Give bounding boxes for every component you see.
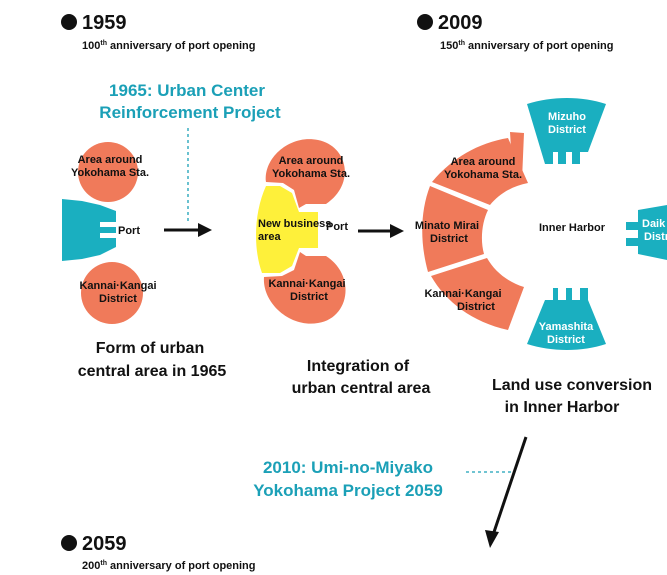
stage-caption: urban central area (292, 380, 431, 397)
stage-integration: Area around Yokohama Sta. New business a… (256, 139, 430, 397)
arrow-right-icon (164, 223, 212, 237)
area-label: Minato Mirai (415, 220, 479, 232)
area-label: Area around (78, 154, 143, 166)
milestone-anniversary: 200th anniversary of port opening (82, 560, 256, 572)
bullet-icon (417, 14, 433, 30)
area-yokohama-sta (432, 138, 528, 205)
port-shape (62, 199, 116, 261)
project-title-line: 2010: Umi-no-Miyako (263, 458, 433, 477)
milestone-anniversary: 150th anniversary of port opening (440, 40, 614, 52)
area-label: Daik (642, 218, 666, 230)
area-label: District (548, 124, 586, 136)
milestone-year: 1959 (82, 12, 127, 34)
bullet-icon (61, 14, 77, 30)
inner-harbor-label: Inner Harbor (539, 222, 606, 234)
stage-caption: Integration of (307, 358, 410, 375)
stage-caption: in Inner Harbor (505, 399, 620, 416)
area-mizuho (527, 98, 606, 164)
milestone-2009: 2009 150th anniversary of port opening (417, 12, 614, 52)
area-label: Distr (644, 231, 667, 243)
area-yokohama-sta (265, 139, 345, 208)
area-label: District (457, 301, 495, 313)
area-label: Yokohama Sta. (272, 168, 350, 180)
milestone-year: 2009 (438, 12, 483, 34)
area-label: Area around (279, 155, 344, 167)
area-label: Kannai·Kangai (268, 278, 345, 290)
area-daikoku (626, 205, 667, 260)
stage-1965: Area around Yokohama Sta. Port Kannai·Ka… (62, 142, 226, 380)
area-label: area (258, 231, 282, 243)
area-kannai-kangai (263, 252, 346, 324)
stage-inner-harbor: Area around Yokohama Sta. Minato Mirai D… (415, 98, 667, 416)
project-title-line: Yokohama Project 2059 (253, 481, 443, 500)
area-label: District (547, 334, 585, 346)
project-title-line: Reinforcement Project (99, 103, 281, 122)
area-label: Yokohama Sta. (71, 167, 149, 179)
project-title-line: 1965: Urban Center (109, 81, 265, 100)
port-label: Port (118, 225, 140, 237)
area-kannai-kangai (431, 258, 524, 330)
bullet-icon (61, 535, 77, 551)
milestone-2059: 2059 200th anniversary of port opening (61, 533, 256, 572)
area-label: Kannai·Kangai (424, 288, 501, 300)
milestone-anniversary: 100th anniversary of port opening (82, 40, 256, 52)
milestone-1959: 1959 100th anniversary of port opening (61, 12, 256, 52)
area-label: New business (258, 218, 331, 230)
area-label: Yokohama Sta. (444, 169, 522, 181)
area-label: Yamashita (539, 321, 594, 333)
stage-caption: Land use conversion (492, 377, 652, 394)
arrow-right-icon (358, 224, 404, 238)
area-yokohama-sta (78, 142, 138, 202)
area-label: District (430, 233, 468, 245)
stage-caption: Form of urban (96, 340, 204, 357)
area-label: District (99, 293, 137, 305)
area-label: District (290, 291, 328, 303)
port-label: Port (326, 221, 348, 233)
area-yokohama-sta-tip (510, 132, 524, 180)
area-yamashita (527, 288, 606, 350)
milestone-year: 2059 (82, 533, 127, 555)
area-new-business (256, 186, 318, 273)
area-kannai-kangai (81, 262, 143, 324)
area-label: Area around (451, 156, 516, 168)
arrow-down-icon (485, 436, 528, 548)
area-minato-mirai (422, 186, 488, 272)
project-2010-label: 2010: Umi-no-Miyako Yokohama Project 205… (253, 458, 514, 500)
stage-caption: central area in 1965 (78, 363, 227, 380)
area-label: Kannai·Kangai (79, 280, 156, 292)
area-label: Mizuho (548, 111, 586, 123)
project-1965-label: 1965: Urban Center Reinforcement Project (99, 81, 281, 224)
